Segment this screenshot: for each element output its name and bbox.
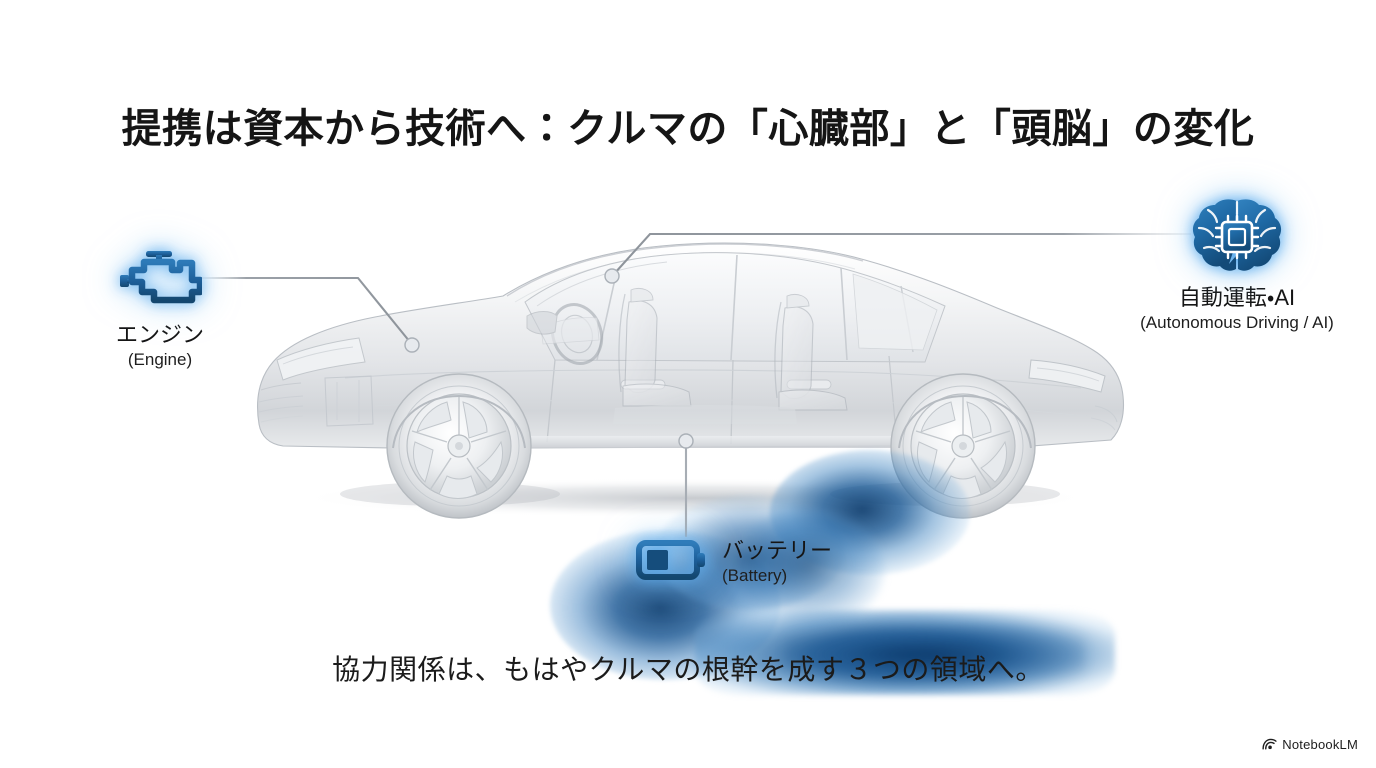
callout-autonomous-ai[interactable]: 自動運転・AI (Autonomous Driving / AI) <box>1122 196 1352 333</box>
callout-battery-label-jp: バッテリー <box>722 538 833 564</box>
engine-icon <box>120 251 202 304</box>
wheel-front <box>386 373 532 519</box>
engine-icon-wrap <box>62 243 258 315</box>
page-title: 提携は資本から技術へ：クルマの「心臓部」と「頭脳」の変化 <box>121 107 1255 151</box>
rear-end-detail <box>1028 359 1118 431</box>
watermark-label: NotebookLM <box>1282 737 1358 752</box>
car-illustration <box>225 210 1155 695</box>
notebooklm-logo-icon <box>1262 738 1277 750</box>
callout-battery-label-en: (Battery) <box>722 565 788 585</box>
car-xray-svg <box>256 242 1125 519</box>
brain-chip-icon <box>1192 199 1282 271</box>
front-end-detail <box>258 337 374 427</box>
car-interior <box>526 288 848 424</box>
callout-engine-label-jp: エンジン <box>115 322 204 347</box>
callout-ai-label-en: (Autonomous Driving / AI) <box>1140 312 1334 332</box>
callout-engine-label-en: (Engine) <box>127 349 193 369</box>
summary-caption: 協力関係は、もはやクルマの根幹を成す３つの領域へ。 <box>332 654 1044 685</box>
brain-chip-icon-wrap <box>1122 196 1352 280</box>
callout-engine[interactable]: エンジン (Engine) <box>62 243 258 370</box>
rocker-panel <box>525 436 901 448</box>
watermark: NotebookLM <box>1262 737 1358 752</box>
battery-icon-wrap <box>636 537 708 588</box>
callout-battery[interactable]: バッテリー (Battery) <box>636 537 896 588</box>
callout-ai-label-jp: 自動運転・AI <box>1178 285 1296 310</box>
battery-icon <box>636 540 705 580</box>
callout-battery-text: バッテリー (Battery) <box>722 537 832 588</box>
